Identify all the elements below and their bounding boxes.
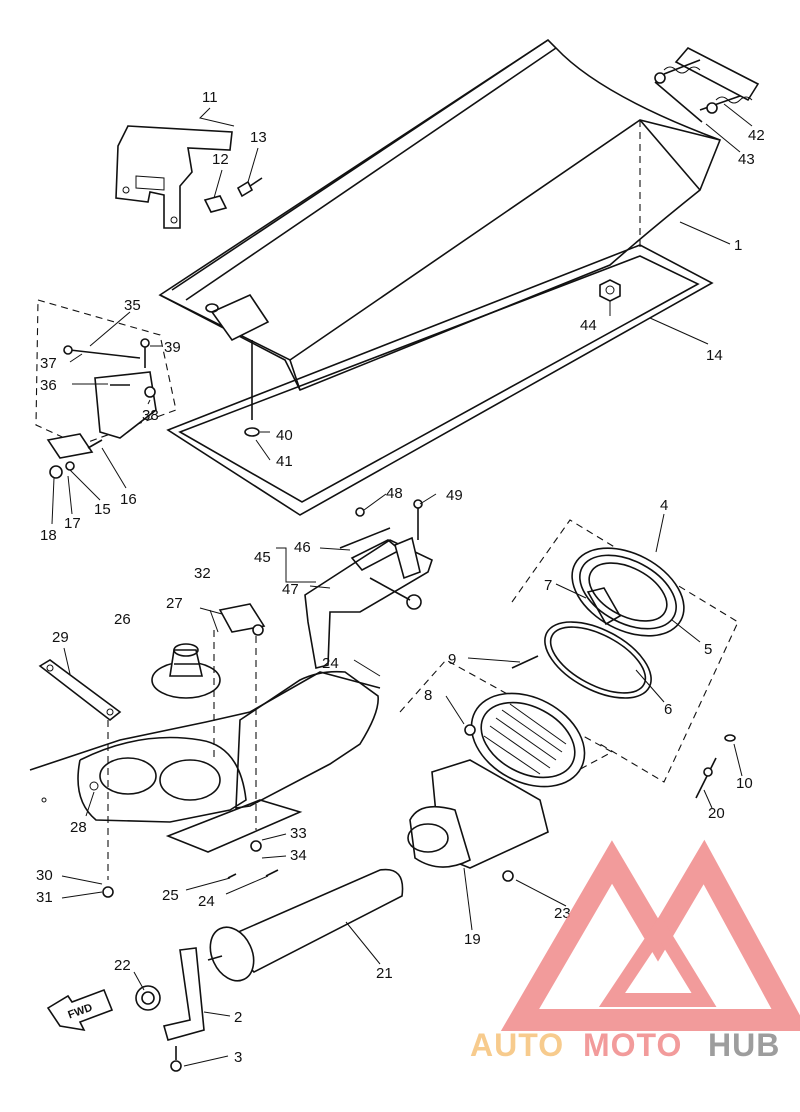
callout-37: 37 [40, 355, 57, 372]
watermark-triangle-icon [500, 839, 800, 1031]
hood-cover [158, 38, 722, 392]
callout-22: 22 [114, 957, 131, 974]
callout-31: 31 [36, 889, 53, 906]
callout-2: 2 [234, 1009, 242, 1026]
bracket-45 [304, 499, 433, 669]
screw-13 [236, 177, 263, 198]
callout-39: 39 [164, 339, 181, 356]
watermark-inner-triangle-icon [598, 914, 717, 1007]
callout-34: 34 [290, 847, 307, 864]
callout-45: 45 [254, 549, 271, 566]
latch-assembly-35 [35, 299, 177, 446]
grille-assembly [399, 655, 614, 788]
base-plate [29, 670, 381, 853]
callout-30: 30 [36, 867, 53, 884]
exhaust-duct-19 [407, 759, 549, 882]
callout-14: 14 [706, 347, 723, 364]
callout-21: 21 [376, 965, 393, 982]
watermark-moto: MOTO [583, 1027, 682, 1063]
callout-36: 36 [40, 377, 57, 394]
callout-40: 40 [276, 427, 293, 444]
callout-23: 23 [554, 905, 571, 922]
callout-24b: 24 [198, 893, 215, 910]
callout-27: 27 [166, 595, 183, 612]
callout-42: 42 [748, 127, 765, 144]
callout-12: 12 [212, 151, 229, 168]
callout-8: 8 [424, 687, 432, 704]
callout-3: 3 [234, 1049, 242, 1066]
callout-38: 38 [142, 407, 159, 424]
watermark-logo: AUTO MOTO HUB [470, 839, 800, 1063]
callout-29: 29 [52, 629, 69, 646]
callout-1: 1 [734, 237, 742, 254]
callout-11: 11 [202, 89, 218, 106]
callout-49: 49 [446, 487, 463, 504]
callout-26: 26 [114, 611, 131, 628]
callout-18: 18 [40, 527, 57, 544]
muffler-21 [207, 868, 404, 982]
callout-9: 9 [448, 651, 456, 668]
callout-13: 13 [250, 129, 267, 146]
fwd-arrow-icon: FWD [46, 988, 114, 1032]
callout-41: 41 [276, 453, 293, 470]
bracket-11 [115, 125, 233, 229]
clip-12 [203, 195, 228, 213]
pin-10-20 [695, 734, 736, 799]
leader-lines [51, 103, 753, 1067]
bracket-15-18 [46, 433, 103, 479]
callout-28: 28 [70, 819, 87, 836]
callout-43: 43 [738, 151, 755, 168]
callout-32: 32 [194, 565, 211, 582]
callout-17: 17 [64, 515, 81, 532]
callout-7: 7 [544, 577, 552, 594]
callout-20: 20 [708, 805, 725, 822]
callout-10: 10 [736, 775, 753, 792]
callout-47: 47 [282, 581, 299, 598]
hood-hinge [654, 46, 760, 123]
callout-5: 5 [704, 641, 712, 658]
silencer-assembly-4 [511, 519, 739, 783]
watermark-hub: HUB [708, 1027, 780, 1063]
hood-seal [166, 244, 714, 516]
callout-33: 33 [290, 825, 307, 842]
bracket-32 [213, 603, 279, 879]
plate-29 [38, 659, 122, 898]
callout-24a: 24 [322, 655, 339, 672]
callout-25: 25 [162, 887, 179, 904]
callout-44: 44 [580, 317, 597, 334]
callout-19: 19 [464, 931, 481, 948]
callout-6: 6 [664, 701, 672, 718]
callout-48: 48 [386, 485, 403, 502]
rubber-boot-26 [151, 643, 221, 699]
bracket-2-3 [162, 947, 205, 1072]
grommet-22 [135, 985, 161, 1011]
callout-16: 16 [120, 491, 137, 508]
callout-4: 4 [660, 497, 668, 514]
callout-numbers: 1 2 3 4 5 6 7 8 9 10 11 12 13 14 15 16 1… [36, 89, 765, 1066]
bolt-40-41 [244, 340, 260, 437]
callout-35: 35 [124, 297, 141, 314]
watermark-auto: AUTO [470, 1027, 564, 1063]
callout-15: 15 [94, 501, 111, 518]
nut-44 [599, 279, 621, 302]
callout-46: 46 [294, 539, 311, 556]
